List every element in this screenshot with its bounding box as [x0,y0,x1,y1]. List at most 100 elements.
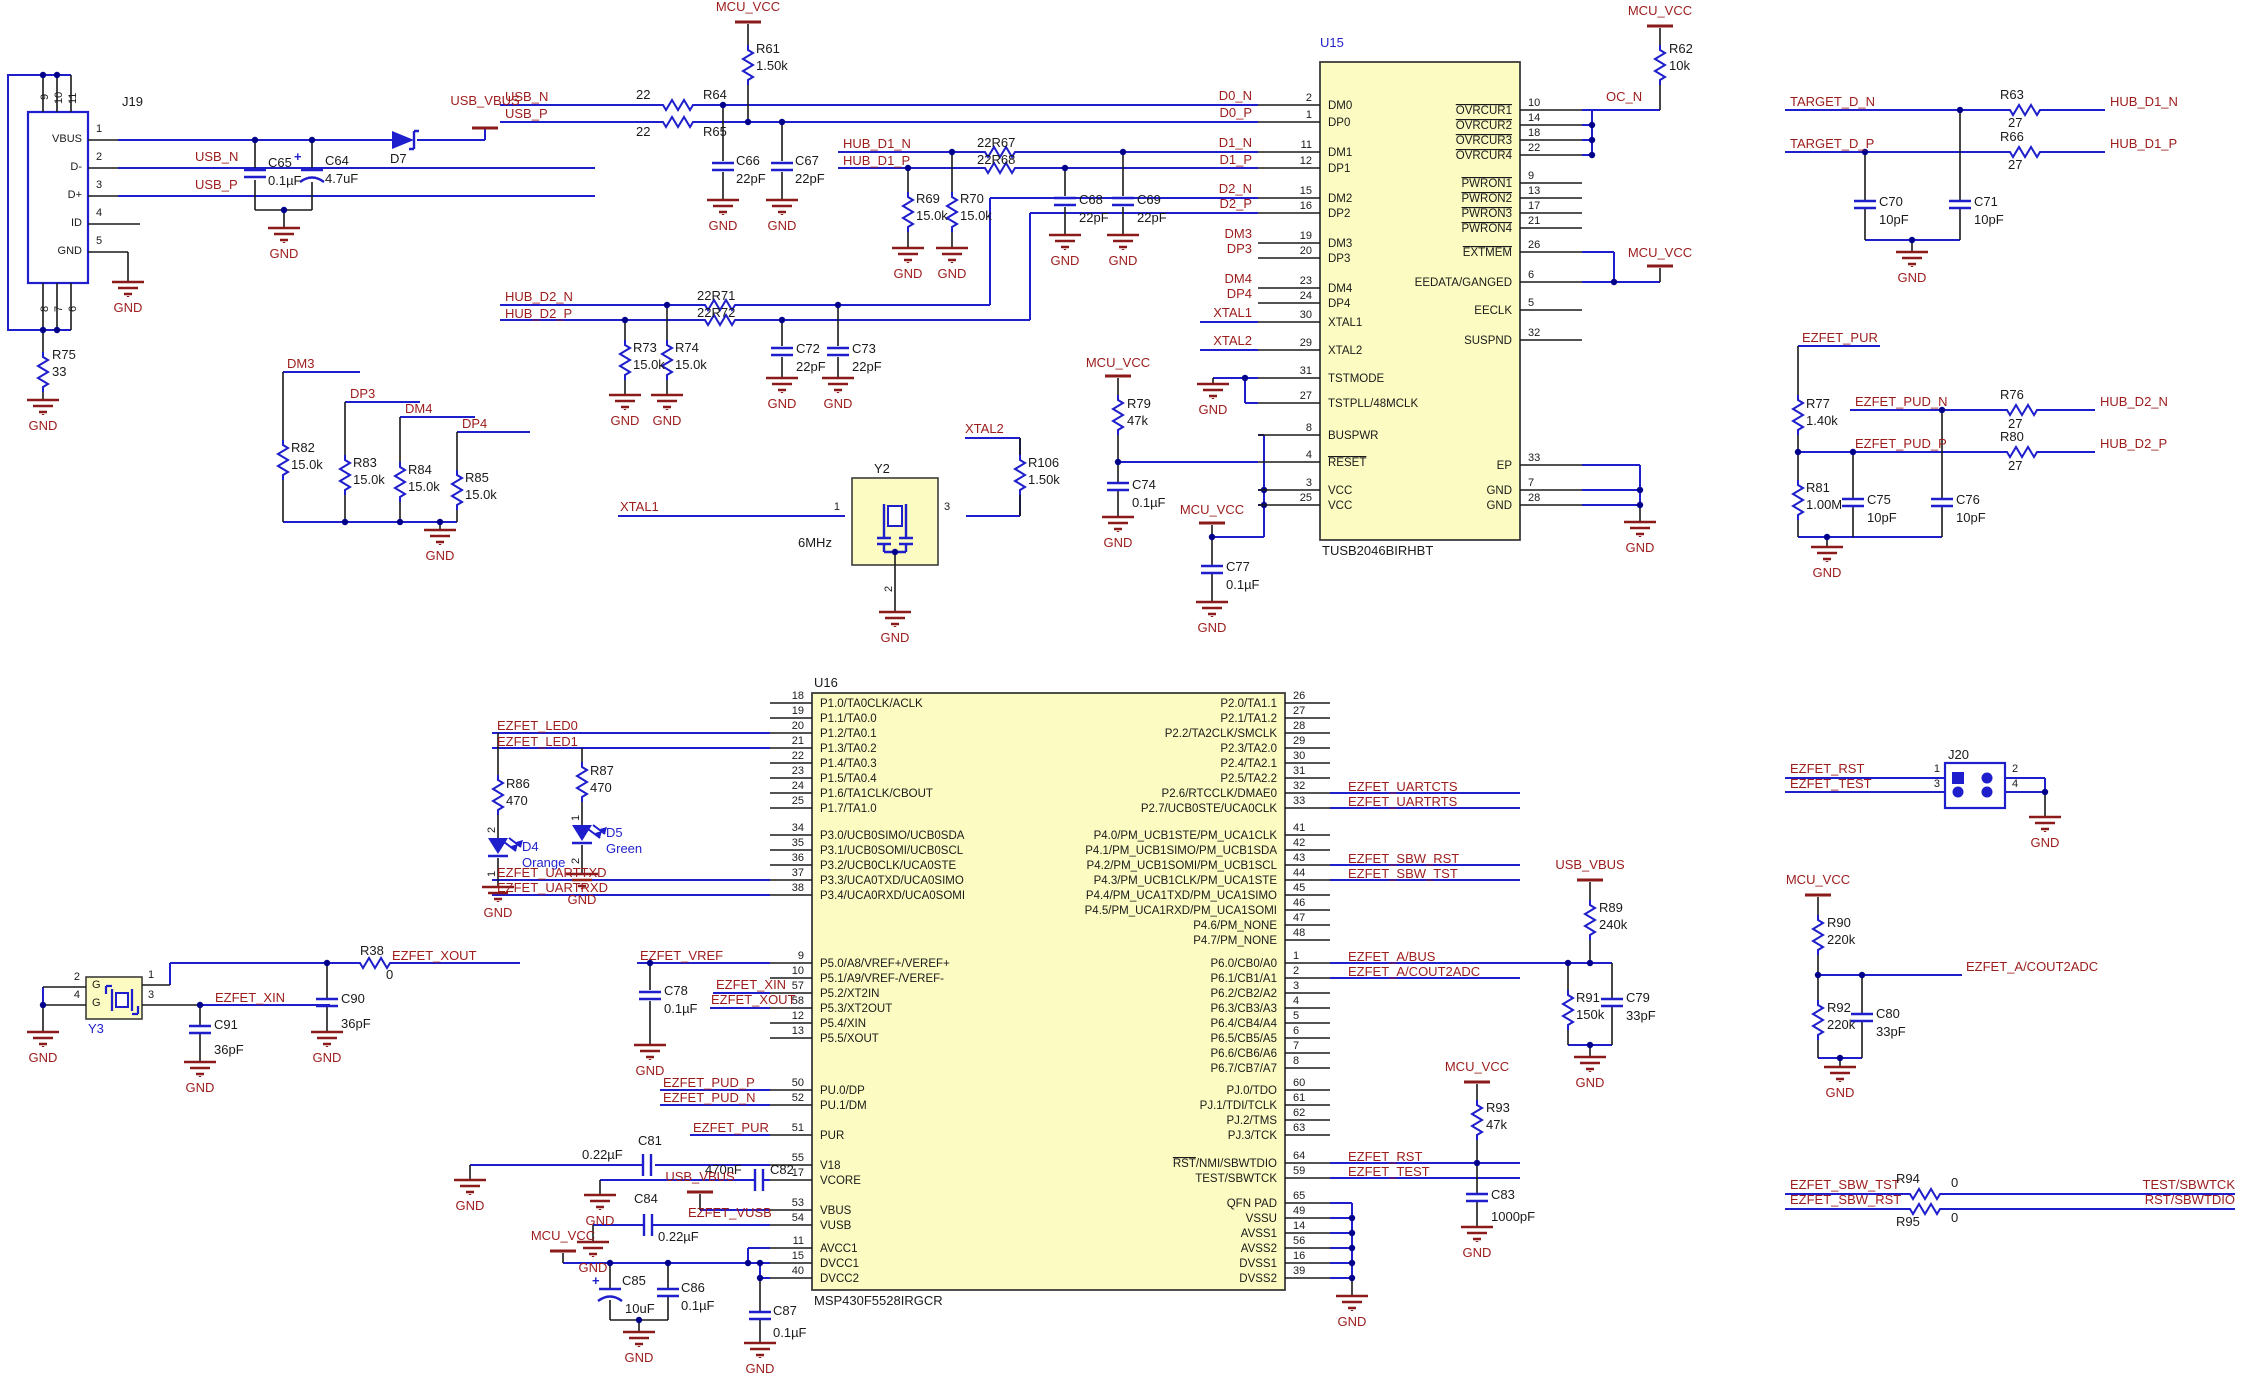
ic-pin-text: 20 [1300,245,1312,257]
net-label-gnd: GND [28,418,58,433]
pin-number-1: 1 [148,969,155,981]
label-22pf: 22pF [796,359,826,374]
ic-pin-text: 51 [792,1122,804,1134]
component-wires [42,24,2046,1343]
net-label-gnd: GND [652,413,682,428]
ic-pin-text: 17 [1528,200,1540,212]
ic-pin-text: DM4 [1328,283,1353,295]
ic-pin-text: P6.1/CB1/A1 [1211,973,1277,985]
ic-u16-part: MSP430F5528IRGCR [814,1293,943,1308]
ic-pin-text: P5.0/A8/VREF+/VEREF+ [820,958,950,970]
label-220k: 220k [1827,932,1856,947]
label-c86: C86 [681,1280,705,1295]
pin-number-3: 3 [1933,778,1940,790]
label-4-7uf: 4.7uF [325,171,359,186]
net-label-mcu-vcc: MCU_VCC [1444,1059,1510,1074]
net-label-gnd: GND [1103,535,1133,550]
ic-pin-text: GND [1486,500,1512,512]
label-10k: 10k [1669,58,1690,73]
net-label-ezfet-xout: EZFET_XOUT [711,992,796,1007]
net-label-gnd: GND [425,548,455,563]
net-label-gnd: GND [312,1050,342,1065]
label-c85: C85 [622,1273,646,1288]
net-label-gnd: GND [1050,253,1080,268]
label-1-00m: 1.00M [1806,497,1843,512]
ic-pin-text: 4 [1306,449,1312,461]
ic-pin-text: 22 [792,750,804,762]
net-label-ezfet-sbw-tst: EZFET_SBW_TST [1790,1177,1900,1192]
pin-number-5: 5 [96,235,103,247]
ic-pin-text: 58 [792,995,804,1007]
ic-pin-text: PWRON1 [1462,178,1512,190]
ic-pin-text: P2.6/RTCCLK/DMAE0 [1162,788,1277,800]
crystal-y3-glyph [104,984,140,1016]
ic-pin-text: 13 [1528,185,1540,197]
ic-pin-text: P1.2/TA0.1 [820,728,877,740]
ic-pin-text: 35 [792,837,804,849]
ic-pin-text: TSTMODE [1328,373,1385,385]
label-r86: R86 [506,776,530,791]
label-0: 0 [1951,1210,1959,1225]
label-r92: R92 [1827,1000,1851,1015]
ic-pin-text: 14 [1528,112,1540,124]
label-22: 22 [636,124,651,139]
ic-pin-text: 21 [792,735,804,747]
label-r65: R65 [703,124,727,139]
label-c72: C72 [796,341,820,356]
net-label-gnd: GND [585,1213,615,1228]
ic-pin-text: P2.7/UCB0STE/UCA0CLK [1141,803,1277,815]
net-label-gnd: GND [1198,402,1228,417]
net-label-gnd: GND [708,218,738,233]
label-c74: C74 [1132,477,1156,492]
ic-pin-text: 60 [1293,1077,1305,1089]
ic-pin-text: 32 [1293,780,1305,792]
label-0: 0 [386,967,394,982]
label-d5: D5 [606,825,623,840]
net-label-gnd: GND [635,1063,665,1078]
label-c71: C71 [1974,194,1998,209]
ic-pin-text: SUSPND [1464,335,1512,347]
net-label-gnd: GND [823,396,853,411]
net-label-dm4: DM4 [1224,271,1252,286]
label-r84: R84 [408,462,432,477]
label-1000pf: 1000pF [1491,1209,1536,1224]
label-470: 470 [506,793,528,808]
ic-pin-text: BUSPWR [1328,430,1378,442]
ic-pin-text: 42 [1293,837,1305,849]
label-r70: R70 [960,191,984,206]
ic-pin-text: 13 [792,1025,804,1037]
label-22r71: 22R71 [697,288,736,303]
net-label-gnd: GND [28,1050,58,1065]
pin-number-4: 4 [96,207,103,219]
net-label-usb-vbus: USB_VBUS [1555,857,1625,872]
led-d5-green [570,823,609,845]
ic-pin-text: 17 [792,1167,804,1179]
ic-pin-text: P3.3/UCA0TXD/UCA0SIMO [820,875,964,887]
connector-j20-pins [1952,772,1993,798]
label-r76: R76 [2000,387,2024,402]
ic-pin-text: PWRON3 [1462,208,1512,220]
net-label-hub-d2-n: HUB_D2_N [505,289,573,304]
ic-pin-text: 57 [792,980,804,992]
ic-pin-text: P4.6/PM_NONE [1193,920,1277,932]
ic-pin-text: 65 [1293,1190,1305,1202]
ic-pin-text: P3.4/UCA0RXD/UCA0SOMI [820,890,965,902]
ic-pin-text: PU.1/DM [820,1100,867,1112]
ic-pin-text: P4.0/PM_UCB1STE/PM_UCA1CLK [1094,830,1278,842]
ic-pin-text: 5 [1528,297,1534,309]
label-15-0k: 15.0k [291,457,323,472]
net-label-ezfet-a-cout2adc: EZFET_A/COUT2ADC [1348,964,1481,979]
ic-pin-text: 26 [1293,690,1305,702]
ic-pin-text: P4.5/PM_UCA1RXD/PM_UCA1SOMI [1085,905,1277,917]
net-label-mcu-vcc: MCU_VCC [1627,245,1693,260]
ic-pin-text: 61 [1293,1092,1305,1104]
label-d4: D4 [522,839,539,854]
ic-pin-text: TSTPLL/48MCLK [1328,398,1418,410]
label-240k: 240k [1599,917,1628,932]
ic-pin-text: AVCC1 [820,1243,858,1255]
ic-pin-text: VCORE [820,1175,861,1187]
net-label-hub-d1-n: HUB_D1_N [2110,94,2178,109]
ic-pin-text: 27 [1293,705,1305,717]
net-label-ezfet-xin: EZFET_XIN [215,990,286,1005]
